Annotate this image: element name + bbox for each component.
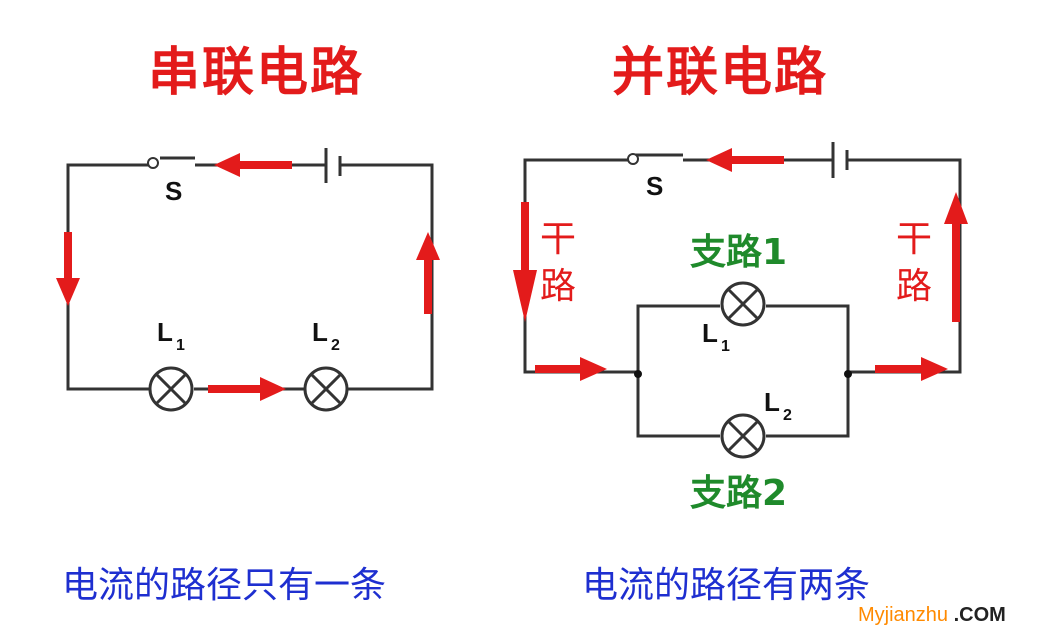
series-circuit: S L 1 L 2 bbox=[56, 148, 440, 412]
switch-label-s: S bbox=[165, 176, 182, 206]
lamp-l2 bbox=[303, 366, 349, 412]
series-caption: 电流的路径只有一条 bbox=[62, 565, 387, 606]
arrow-trunk-right-up bbox=[944, 192, 968, 322]
branch-2-wire bbox=[636, 372, 720, 438]
arrow-bottom-right-right bbox=[875, 357, 948, 381]
arrow-trunk-left-down bbox=[513, 202, 537, 322]
switch-label-s-parallel: S bbox=[646, 171, 663, 201]
arrow-top-parallel bbox=[706, 148, 784, 172]
switch-pivot-parallel bbox=[627, 153, 639, 165]
watermark-part3: .COM bbox=[948, 604, 1006, 626]
arrow-left-down bbox=[56, 232, 80, 306]
parallel-circuit-title: 并联电路 bbox=[612, 43, 829, 103]
lamp-l1 bbox=[148, 366, 194, 412]
switch-pivot bbox=[147, 157, 159, 169]
branch-1-wire bbox=[636, 304, 720, 372]
trunk-label-right-1: 干 bbox=[896, 219, 932, 260]
arrow-right-up bbox=[416, 232, 440, 314]
parallel-circuit: S 干 路 干 路 支路1 支路2 L 1 L 2 bbox=[513, 142, 968, 514]
lamp-branch1 bbox=[720, 281, 766, 327]
series-wire bbox=[66, 163, 150, 391]
branch-2-label: 支路2 bbox=[690, 473, 787, 514]
lamp-l2-subscript: 2 bbox=[331, 337, 340, 354]
series-circuit-title: 串联电路 bbox=[148, 43, 365, 103]
parallel-arrows bbox=[513, 148, 968, 381]
lamp-branch2 bbox=[720, 413, 766, 459]
arrow-bottom-left-right bbox=[535, 357, 607, 381]
parallel-caption: 电流的路径有两条 bbox=[582, 565, 871, 606]
trunk-label-left-2: 路 bbox=[540, 266, 576, 307]
lamp-l1-subscript: 1 bbox=[176, 337, 185, 354]
watermark: Myjianzhu .COM bbox=[858, 604, 1006, 627]
arrow-top-left bbox=[214, 153, 292, 177]
lamp-l2-label: L bbox=[312, 317, 328, 347]
junction-right bbox=[844, 370, 852, 378]
lamp-l2-subscript-parallel: 2 bbox=[783, 407, 792, 424]
watermark-part1: My bbox=[858, 604, 885, 626]
junction-left bbox=[634, 370, 642, 378]
arrow-bottom-right bbox=[208, 377, 286, 401]
watermark-part2: jianzhu bbox=[884, 604, 949, 626]
trunk-label-right-2: 路 bbox=[896, 266, 932, 307]
trunk-label-left-1: 干 bbox=[540, 219, 576, 260]
lamp-l2-label-parallel: L bbox=[764, 387, 780, 417]
series-arrows bbox=[56, 153, 440, 401]
lamp-l1-subscript-parallel: 1 bbox=[721, 338, 730, 355]
lamp-l1-label: L bbox=[157, 317, 173, 347]
lamp-l1-label-parallel: L bbox=[702, 318, 718, 348]
branch-1-label: 支路1 bbox=[690, 232, 787, 273]
